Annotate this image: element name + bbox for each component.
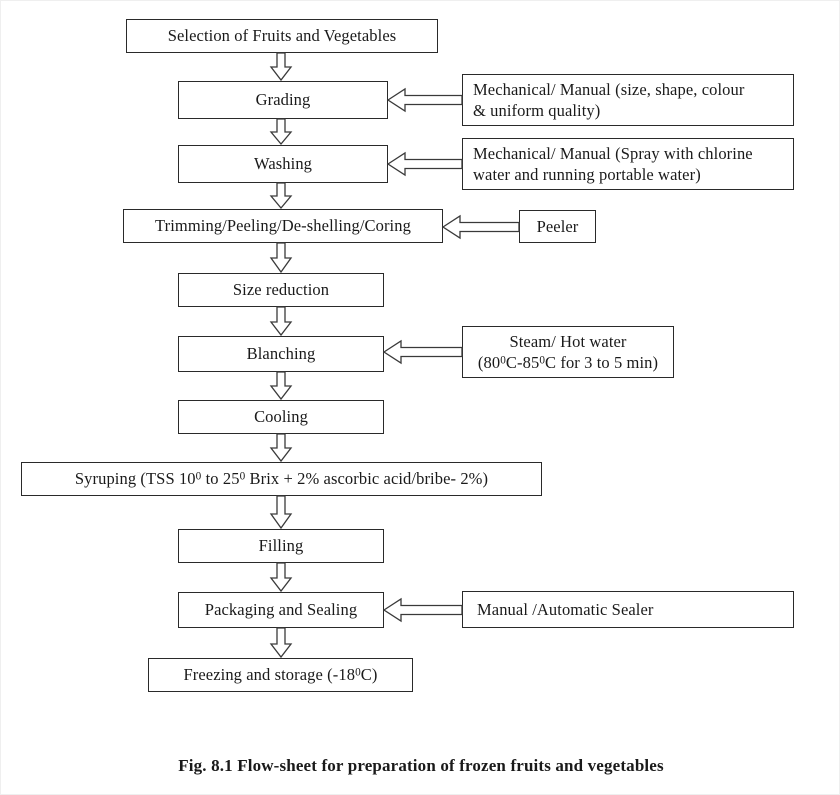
node-cooling: Cooling (178, 400, 384, 434)
node-trimming: Trimming/Peeling/De-shelling/Coring (123, 209, 443, 243)
node-size-reduction: Size reduction (178, 273, 384, 307)
annotation-peeler: Peeler (519, 210, 596, 243)
syruping-degree-sup-1: 0 (195, 470, 202, 483)
node-selection: Selection of Fruits and Vegetables (126, 19, 438, 53)
annotation-sealer: Manual /Automatic Sealer (462, 591, 794, 628)
arrow-annotation-to-trimming (441, 214, 520, 240)
arrow-annotation-to-blanching (382, 339, 463, 365)
arrow-annotation-to-grading (386, 87, 463, 113)
blanching-degree-sup-1: 0 (500, 354, 506, 367)
annotation-peeler-text: Peeler (536, 216, 579, 236)
arrow-filling-to-packaging (267, 562, 295, 593)
arrow-packaging-to-freezing (267, 627, 295, 659)
node-freezing-label: Freezing and storage (-180C) (183, 665, 378, 685)
node-packaging: Packaging and Sealing (178, 592, 384, 628)
annotation-blanching-text: Steam/ Hot water (800C-850C for 3 to 5 m… (477, 331, 659, 372)
node-blanching-label: Blanching (246, 344, 316, 364)
node-trimming-label: Trimming/Peeling/De-shelling/Coring (155, 216, 411, 236)
node-filling-label: Filling (258, 536, 304, 556)
arrow-annotation-to-washing (386, 151, 463, 177)
node-size-reduction-label: Size reduction (232, 280, 330, 300)
annotation-grading-text: Mechanical/ Manual (size, shape, colour … (473, 79, 745, 120)
node-blanching: Blanching (178, 336, 384, 372)
annotation-washing: Mechanical/ Manual (Spray with chlorine … (462, 138, 794, 190)
node-packaging-label: Packaging and Sealing (204, 600, 358, 620)
node-freezing: Freezing and storage (-180C) (148, 658, 413, 692)
blanching-degree-sup-2: 0 (539, 354, 546, 367)
node-grading-label: Grading (255, 90, 311, 110)
node-syruping: Syruping (TSS 100 to 250 Brix + 2% ascor… (21, 462, 542, 496)
node-washing-label: Washing (253, 154, 313, 174)
arrow-selection-to-grading (267, 52, 295, 82)
figure-caption: Fig. 8.1 Flow-sheet for preparation of f… (178, 756, 664, 775)
node-washing: Washing (178, 145, 388, 183)
annotation-grading: Mechanical/ Manual (size, shape, colour … (462, 74, 794, 126)
arrow-grading-to-washing (267, 118, 295, 146)
annotation-sealer-text: Manual /Automatic Sealer (477, 599, 654, 619)
arrow-cooling-to-syruping (267, 433, 295, 463)
syruping-degree-sup-2: 0 (239, 470, 246, 483)
arrow-blanching-to-cooling (267, 371, 295, 401)
node-syruping-label: Syruping (TSS 100 to 250 Brix + 2% ascor… (74, 469, 489, 489)
arrow-annotation-to-packaging (382, 597, 463, 623)
arrow-washing-to-trimming (267, 182, 295, 210)
arrow-trimming-to-size-reduction (267, 242, 295, 274)
node-cooling-label: Cooling (254, 407, 308, 427)
node-filling: Filling (178, 529, 384, 563)
arrow-size-reduction-to-blanching (267, 306, 295, 337)
arrow-syruping-to-filling (267, 495, 295, 530)
annotation-washing-text: Mechanical/ Manual (Spray with chlorine … (473, 143, 753, 184)
annotation-blanching: Steam/ Hot water (800C-850C for 3 to 5 m… (462, 326, 674, 378)
freezing-degree-sup: 0 (355, 666, 361, 679)
node-grading: Grading (178, 81, 388, 119)
node-selection-label: Selection of Fruits and Vegetables (167, 26, 397, 46)
